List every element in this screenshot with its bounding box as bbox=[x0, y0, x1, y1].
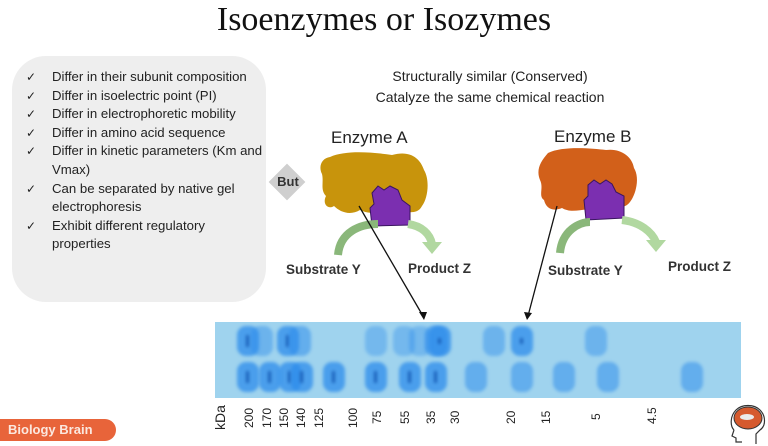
enzyme-a-product: Product Z bbox=[408, 261, 471, 276]
marker-label: 100 bbox=[346, 407, 360, 428]
checkmark-icon: ✓ bbox=[26, 218, 37, 233]
gel-band bbox=[409, 326, 431, 356]
marker-label: 35 bbox=[424, 410, 438, 424]
marker-label: 15 bbox=[539, 410, 553, 424]
enzyme-a-label: Enzyme A bbox=[331, 128, 408, 147]
gel-lane-isozymes bbox=[215, 326, 741, 360]
enzyme-a-arrowhead-icon bbox=[422, 242, 442, 254]
feature-item: ✓Differ in kinetic parameters (Km and Vm… bbox=[26, 143, 263, 177]
checkmark-icon: ✓ bbox=[26, 125, 37, 140]
enzyme-b-reaction-arrow bbox=[556, 218, 591, 254]
brain-head-icon bbox=[730, 404, 766, 444]
gel-band bbox=[399, 362, 421, 392]
gel-band bbox=[393, 326, 415, 356]
subtitle-line-2: Catalyze the same chemical reaction bbox=[375, 89, 605, 105]
but-label: But bbox=[277, 174, 299, 189]
gel-band bbox=[323, 362, 345, 392]
checkmark-icon: ✓ bbox=[26, 181, 37, 196]
subtitle: Structurally similar (Conserved) Catalyz… bbox=[320, 66, 660, 108]
gel-band bbox=[251, 326, 273, 356]
gel-band bbox=[291, 362, 313, 392]
marker-label: 20 bbox=[504, 410, 518, 424]
enzyme-a-gel-pointer bbox=[358, 205, 424, 317]
brand-badge: Biology Brain bbox=[0, 419, 116, 441]
gel-band bbox=[553, 362, 575, 392]
gel-band bbox=[237, 362, 259, 392]
marker-label: 140 bbox=[294, 407, 308, 428]
marker-label: 200 bbox=[242, 407, 256, 428]
gel-band bbox=[289, 326, 311, 356]
enzyme-a-arrow-tail bbox=[407, 220, 436, 246]
marker-label: 4.5 bbox=[645, 407, 659, 424]
marker-label: 170 bbox=[260, 407, 274, 428]
gel-band bbox=[681, 362, 703, 392]
pointer-arrowhead-icon bbox=[419, 312, 427, 320]
enzyme-b-label: Enzyme B bbox=[554, 127, 632, 146]
gel-band bbox=[429, 326, 451, 356]
marker-label: 30 bbox=[448, 410, 462, 424]
features-panel: ✓Differ in their subunit composition ✓Di… bbox=[12, 56, 266, 302]
feature-item: ✓Can be separated by native gel electrop… bbox=[26, 180, 235, 215]
gel-band bbox=[237, 326, 259, 356]
gel-band bbox=[365, 362, 387, 392]
feature-item: ✓Differ in amino acid sequence bbox=[26, 124, 266, 143]
pointer-arrowhead-icon bbox=[524, 312, 532, 320]
slide-title: Isoenzymes or Isozymes bbox=[216, 1, 552, 38]
subtitle-line-1: Structurally similar (Conserved) bbox=[392, 68, 588, 84]
marker-label: 150 bbox=[277, 407, 291, 428]
electrophoresis-gel bbox=[215, 322, 741, 398]
enzyme-b-gel-pointer bbox=[527, 205, 558, 317]
checkmark-icon: ✓ bbox=[26, 144, 37, 159]
enzyme-b-product: Product Z bbox=[668, 259, 731, 274]
gel-lane-markers bbox=[215, 362, 741, 396]
feature-item: ✓Exhibit different regulatory properties bbox=[26, 217, 205, 252]
feature-item: ✓Differ in isoelectric point (PI) bbox=[26, 87, 266, 106]
marker-label: 75 bbox=[370, 410, 384, 424]
but-connector: But bbox=[268, 163, 306, 201]
gel-band bbox=[259, 362, 281, 392]
gel-band bbox=[585, 326, 607, 356]
gel-band bbox=[511, 326, 533, 356]
checkmark-icon: ✓ bbox=[26, 88, 37, 103]
enzyme-b-arrowhead-icon bbox=[646, 240, 666, 252]
enzyme-b-active-site bbox=[583, 179, 625, 221]
enzyme-a-substrate: Substrate Y bbox=[286, 262, 361, 277]
gel-band bbox=[425, 362, 447, 392]
gel-band bbox=[365, 326, 387, 356]
enzyme-a-reaction-arrow bbox=[334, 220, 379, 256]
checkmark-icon: ✓ bbox=[26, 107, 37, 122]
gel-band bbox=[511, 362, 533, 392]
gel-band bbox=[597, 362, 619, 392]
feature-item: ✓Differ in electrophoretic mobility bbox=[26, 105, 266, 124]
feature-item: ✓Differ in their subunit composition bbox=[26, 68, 266, 87]
marker-label: 5 bbox=[589, 413, 603, 420]
gel-band bbox=[483, 326, 505, 356]
enzyme-a-active-site bbox=[369, 185, 411, 227]
gel-unit-label: kDa bbox=[212, 405, 228, 430]
checkmark-icon: ✓ bbox=[26, 70, 37, 84]
enzyme-b-arrow-tail bbox=[621, 216, 660, 244]
marker-label: 55 bbox=[398, 410, 412, 424]
gel-band bbox=[465, 362, 487, 392]
enzyme-b-substrate: Substrate Y bbox=[548, 263, 623, 278]
marker-label: 125 bbox=[312, 407, 326, 428]
